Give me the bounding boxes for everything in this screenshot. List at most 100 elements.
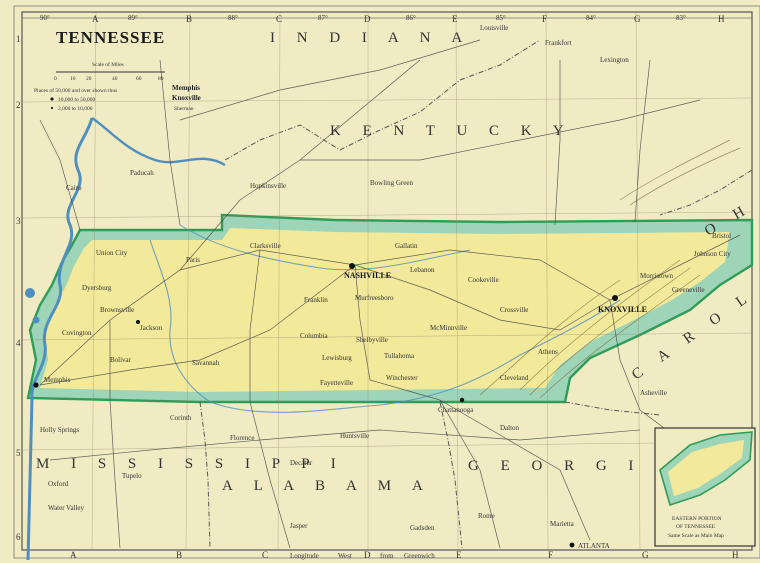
longitude-caption: Longitude West from Greenwich	[290, 552, 435, 560]
map-title: TENNESSEE	[56, 28, 165, 47]
city-paris: Paris	[186, 256, 200, 264]
city-bowling-green: Bowling Green	[370, 179, 413, 187]
grid-letter-b-top: B	[186, 14, 192, 24]
inset-map: EASTERN PORTION OF TENNESSEE Same Scale …	[654, 427, 756, 547]
city-marietta: Marietta	[550, 520, 575, 528]
legend-dot-large	[50, 97, 54, 101]
city-tullahoma: Tullahoma	[384, 352, 415, 360]
scale-tick: 60	[136, 76, 142, 82]
grid-letter-e-top: E	[452, 14, 458, 24]
city-lewisburg: Lewisburg	[322, 354, 352, 362]
city-covington: Covington	[62, 329, 92, 337]
city-florence: Florence	[230, 434, 255, 442]
city-morristown: Morristown	[640, 272, 674, 280]
city-gallatin: Gallatin	[395, 242, 418, 250]
scale-tick: 80	[158, 76, 164, 82]
city-johnson-city: Johnson City	[694, 250, 731, 258]
city-louisville: Louisville	[480, 24, 508, 32]
city-union-city: Union City	[96, 249, 128, 257]
city-columbia: Columbia	[300, 332, 329, 340]
grid-letters-top: A B C D E F G H	[92, 14, 725, 24]
caption-word: from	[380, 552, 394, 560]
label-kentucky: K E N T U C K Y	[330, 123, 573, 139]
graticule	[21, 11, 753, 551]
ms-al-boundary	[199, 401, 211, 549]
city-dot-nashville	[349, 263, 355, 269]
caption-word: Longitude	[290, 552, 319, 560]
city-bristol: Bristol	[712, 232, 731, 240]
city-knoxville: KNOXVILLE	[598, 305, 647, 314]
grid-letter-f-bottom: F	[548, 550, 553, 560]
scale-tick: 20	[86, 76, 92, 82]
grid-number-2: 2	[16, 100, 21, 110]
city-greeneville: Greeneville	[672, 286, 705, 294]
grid-letter-d-top: D	[364, 14, 371, 24]
legend-example-2: Knoxville	[172, 94, 201, 102]
city-hopkinsville: Hopkinsville	[250, 182, 286, 190]
city-corinth: Corinth	[170, 414, 192, 422]
grid-number-4: 4	[16, 338, 21, 348]
city-nashville: NASHVILLE	[344, 271, 391, 280]
label-mississippi: M I S S I S S I P P I	[36, 456, 345, 472]
inset-caption-2: OF TENNESSEE	[676, 524, 716, 530]
scale-tick: 40	[112, 76, 118, 82]
city-dyersburg: Dyersburg	[82, 284, 112, 292]
city-dot-chattanooga	[459, 397, 465, 403]
degree-label: 83°	[676, 14, 686, 22]
grid-letter-h-bottom: H	[732, 550, 739, 560]
lake-west	[25, 288, 35, 298]
city-franklin: Franklin	[304, 296, 328, 304]
grid-letter-f-top: F	[542, 14, 547, 24]
city-gadsden: Gadsden	[410, 524, 435, 532]
grid-letter-g-bottom: G	[642, 550, 649, 560]
mountain-ranges	[479, 139, 741, 399]
city-mcminnville: McMinnville	[430, 324, 467, 332]
city-dot-knoxville	[612, 295, 618, 301]
grid-number-3: 3	[16, 216, 21, 226]
city-clarksville: Clarksville	[250, 242, 281, 250]
grid-letter-b-bottom: B	[176, 550, 182, 560]
city-frankfort: Frankfort	[545, 39, 571, 47]
degree-label: 86°	[406, 14, 416, 22]
grid-letter-h-top: H	[718, 14, 725, 24]
city-fayetteville: Fayetteville	[320, 379, 353, 387]
city-cairo: Cairo	[66, 184, 82, 192]
cumberland-river	[179, 224, 471, 271]
city-holly-springs: Holly Springs	[40, 426, 79, 434]
label-indiana: I N D I A N A	[270, 30, 471, 46]
degree-label: 89°	[128, 14, 138, 22]
degree-label: 87°	[318, 14, 328, 22]
major-cities: NASHVILLE KNOXVILLE Jackson Chattanooga …	[33, 263, 647, 550]
tennessee-outline	[26, 213, 754, 404]
city-dot-atlanta	[569, 542, 575, 548]
city-asheville: Asheville	[640, 389, 667, 397]
city-jackson: Jackson	[140, 324, 163, 332]
tennessee-state	[40, 228, 730, 392]
al-ga-boundary	[439, 401, 463, 549]
city-brownsville: Brownsville	[100, 306, 134, 314]
degree-labels-top: 90° 89° 88° 87° 86° 85° 84° 83°	[40, 14, 686, 22]
city-murfreesboro: Murfreesboro	[355, 294, 394, 302]
city-decatur: Decatur	[290, 459, 313, 467]
grid-numbers-left: 1 2 3 4 5 6	[16, 34, 21, 542]
city-cookeville: Cookeville	[468, 276, 499, 284]
degree-label: 88°	[228, 14, 238, 22]
grid-letter-a-bottom: A	[70, 550, 77, 560]
degree-label: 90°	[40, 14, 50, 22]
city-rome: Rome	[478, 512, 495, 520]
city-tupelo: Tupelo	[122, 472, 142, 480]
grid-number-5: 5	[16, 448, 21, 458]
caption-word: West	[338, 552, 352, 560]
legend-dot-small	[50, 106, 54, 110]
city-dot-memphis	[33, 382, 39, 388]
grid-letter-g-top: G	[634, 14, 641, 24]
city-savannah: Savannah	[192, 359, 220, 367]
city-oxford: Oxford	[48, 480, 69, 488]
city-dalton: Dalton	[500, 424, 520, 432]
mississippi-river	[26, 117, 94, 561]
grid-number-1: 1	[16, 34, 21, 44]
degree-label: 84°	[586, 14, 596, 22]
top-border-ticks	[21, 11, 753, 19]
ohio-river	[91, 117, 226, 167]
